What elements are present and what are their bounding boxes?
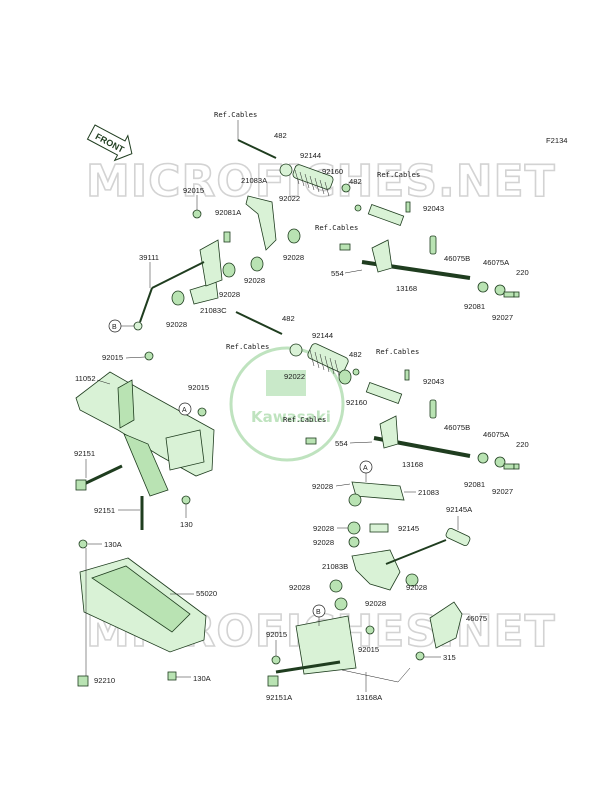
- label-92028-10: 92028: [365, 599, 386, 608]
- watermark-brand: Kawasaki: [251, 408, 331, 426]
- label-92160-2: 92160: [346, 398, 367, 407]
- label-92160-1: 92160: [322, 167, 343, 176]
- callout-a-frame: A: [178, 402, 192, 416]
- label-39111: 39111: [139, 253, 159, 262]
- label-21083c: 21083C: [200, 306, 227, 315]
- label-92144-1: 92144: [300, 151, 321, 160]
- callout-b-upper: B: [108, 319, 134, 333]
- callout-a-letter-2: A: [363, 465, 368, 472]
- label-ref-cables-3: Ref.Cables: [315, 223, 358, 232]
- label-13168-1: 13168: [396, 284, 417, 293]
- label-ref-cables-1: Ref.Cables: [214, 110, 257, 119]
- upper-labels: Ref.Cables 482 92144 92160 Ref.Cables 21…: [139, 110, 529, 329]
- label-92081-2: 92081: [464, 480, 485, 489]
- label-130a-2: 130A: [193, 674, 212, 683]
- callout-a-lower: A: [359, 460, 373, 482]
- label-554-1: 554: [331, 269, 344, 278]
- label-554-2: 554: [335, 439, 348, 448]
- label-482-1: 482: [274, 131, 287, 140]
- label-482-2: 482: [349, 177, 362, 186]
- label-11052: 11052: [75, 374, 96, 383]
- lower-assembly: [77, 521, 471, 687]
- label-ref-cables-5: Ref.Cables: [376, 347, 419, 356]
- label-21083: 21083: [418, 488, 439, 497]
- label-482-4: 482: [349, 350, 362, 359]
- label-92028-8: 92028: [406, 583, 427, 592]
- lower-labels: 92145A 130A 92028 92145 92028 21083B 920…: [88, 505, 487, 702]
- label-92027-2: 92027: [492, 487, 513, 496]
- label-46075b-1: 46075B: [444, 254, 470, 263]
- label-92028-5: 92028: [312, 482, 333, 491]
- callout-b-lower: B: [312, 604, 326, 626]
- label-92151a: 92151A: [266, 693, 293, 702]
- label-21083b: 21083B: [322, 562, 348, 571]
- label-55020: 55020: [196, 589, 217, 598]
- label-13168-2: 13168: [402, 460, 423, 469]
- label-92015-2: 92015: [102, 353, 123, 362]
- callout-a-letter-1: A: [182, 407, 187, 414]
- label-46075a-1: 46075A: [483, 258, 510, 267]
- label-ref-cables-4: Ref.Cables: [226, 342, 269, 351]
- label-92081a: 92081A: [215, 208, 242, 217]
- label-92043-2: 92043: [423, 377, 444, 386]
- label-220-2: 220: [516, 440, 529, 449]
- label-92210: 92210: [94, 676, 115, 685]
- label-92028-9: 92028: [289, 583, 310, 592]
- label-92145: 92145: [398, 524, 419, 533]
- label-92015-4: 92015: [266, 630, 287, 639]
- label-92144-2: 92144: [312, 331, 333, 340]
- label-92043-1: 92043: [423, 204, 444, 213]
- label-92151-2: 92151: [94, 506, 115, 515]
- label-130-1: 130: [180, 520, 193, 529]
- label-92028-6: 92028: [313, 524, 334, 533]
- label-92028-1: 92028: [283, 253, 304, 262]
- label-92028-4: 92028: [166, 320, 187, 329]
- label-92028-2: 92028: [244, 276, 265, 285]
- callout-b-letter: B: [112, 324, 117, 331]
- label-92028-3: 92028: [219, 290, 240, 299]
- diagram-id: F2134: [546, 136, 568, 145]
- label-130a-1: 130A: [104, 540, 123, 549]
- label-92145a: 92145A: [446, 505, 473, 514]
- upper-assembly: [133, 139, 520, 331]
- middle-labels: 482 Ref.Cables 92144 482 Ref.Cables 9201…: [74, 314, 529, 529]
- label-ref-cables-2: Ref.Cables: [377, 170, 420, 179]
- label-92015-3: 92015: [188, 383, 209, 392]
- label-92015-1: 92015: [183, 186, 204, 195]
- callout-b-letter-2: B: [316, 609, 321, 616]
- label-46075b-2: 46075B: [444, 423, 470, 432]
- label-482-3: 482: [282, 314, 295, 323]
- middle-assembly: [75, 311, 520, 530]
- kawasaki-logo: Kawasaki: [229, 346, 345, 462]
- label-92028-7: 92028: [313, 538, 334, 547]
- label-46075a-2: 46075A: [483, 430, 510, 439]
- label-92022-2: 92022: [284, 372, 305, 381]
- label-13168a: 13168A: [356, 693, 383, 702]
- label-ref-cables-6: Ref.Cables: [283, 415, 326, 424]
- label-21083a: 21083A: [241, 176, 268, 185]
- label-220-1: 220: [516, 268, 529, 277]
- label-46075: 46075: [466, 614, 487, 623]
- label-92027-1: 92027: [492, 313, 513, 322]
- label-92081-1: 92081: [464, 302, 485, 311]
- label-92022-1: 92022: [279, 194, 300, 203]
- label-92151-1: 92151: [74, 449, 95, 458]
- label-92015-5: 92015: [358, 645, 379, 654]
- label-315: 315: [443, 653, 456, 662]
